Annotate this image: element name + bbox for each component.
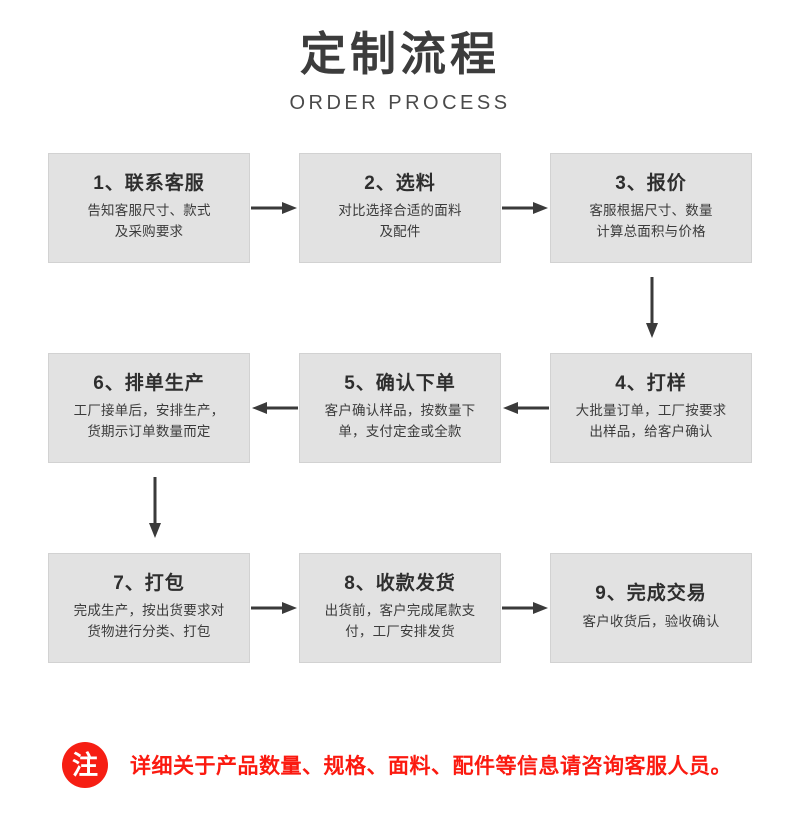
step-description-line: 单，支付定金或全款 — [338, 424, 462, 440]
flow-row-3: 7、打包 完成生产，按出货要求对 货物进行分类、打包 8、收款发货 出货前，客户… — [48, 552, 752, 663]
step-description: 告知客服尺寸、款式 及采购要求 — [87, 201, 210, 243]
step-description-line: 付，工厂安排发货 — [345, 624, 455, 640]
step-box-6[interactable]: 6、排单生产 工厂接单后，安排生产， 货期示订单数量而定 — [48, 352, 250, 463]
step-description: 客服根据尺寸、数量 计算总面积与价格 — [589, 201, 712, 243]
step-description-line: 及采购要求 — [114, 224, 184, 240]
step-description-line: 货物进行分类、打包 — [87, 624, 211, 640]
step-title: 5、确认下单 — [344, 372, 456, 394]
arrow-right-icon — [251, 601, 298, 615]
step-description-line: 计算总面积与价格 — [596, 224, 706, 240]
step-description: 客户确认样品，按数量下 单，支付定金或全款 — [325, 401, 476, 443]
page-title: 定制流程 — [300, 28, 500, 80]
step-description: 客户收货后，验收确认 — [583, 612, 720, 633]
step-box-4[interactable]: 4、打样 大批量订单，工厂按要求 出样品，给客户确认 — [550, 352, 752, 463]
step-box-5[interactable]: 5、确认下单 客户确认样品，按数量下 单，支付定金或全款 — [299, 352, 501, 463]
page-header: 定制流程 ORDER PROCESS — [0, 0, 800, 115]
arrow-left-icon — [251, 401, 298, 415]
step-description-line: 及配件 — [379, 224, 421, 240]
connector-row-1-to-2 — [48, 263, 752, 353]
arrow-down-icon — [645, 276, 659, 339]
step-title: 8、收款发货 — [344, 572, 456, 594]
step-description-line: 客户收货后，验收确认 — [582, 613, 720, 629]
step-description-line: 客户确认样品，按数量下 — [324, 403, 476, 419]
step-description-line: 工厂接单后，安排生产， — [73, 403, 225, 419]
page-subtitle: ORDER PROCESS — [289, 91, 511, 114]
step-box-1[interactable]: 1、联系客服 告知客服尺寸、款式 及采购要求 — [48, 152, 250, 263]
step-description-line: 货期示订单数量而定 — [87, 424, 211, 440]
step-box-7[interactable]: 7、打包 完成生产，按出货要求对 货物进行分类、打包 — [48, 552, 250, 663]
arrow-left-icon — [502, 401, 549, 415]
step-title: 1、联系客服 — [93, 172, 205, 194]
step-title: 7、打包 — [113, 572, 185, 594]
step-description-line: 完成生产，按出货要求对 — [73, 603, 225, 619]
step-box-3[interactable]: 3、报价 客服根据尺寸、数量 计算总面积与价格 — [550, 152, 752, 263]
flow-row-1: 1、联系客服 告知客服尺寸、款式 及采购要求 2、选料 对比选择合适的面料 及配… — [48, 152, 752, 263]
note-badge: 注 — [62, 742, 108, 788]
step-box-8[interactable]: 8、收款发货 出货前，客户完成尾款支 付，工厂安排发货 — [299, 552, 501, 663]
arrow-down-icon — [148, 476, 162, 539]
step-title: 6、排单生产 — [93, 372, 205, 394]
step-box-9[interactable]: 9、完成交易 客户收货后，验收确认 — [550, 552, 752, 663]
step-box-2[interactable]: 2、选料 对比选择合适的面料 及配件 — [299, 152, 501, 263]
step-description: 完成生产，按出货要求对 货物进行分类、打包 — [74, 601, 225, 643]
connector-row-2-to-3 — [48, 463, 752, 553]
step-description: 对比选择合适的面料 及配件 — [338, 201, 461, 243]
arrow-right-icon — [502, 601, 549, 615]
arrow-right-icon — [251, 201, 298, 215]
step-description-line: 出货前，客户完成尾款支 — [324, 603, 476, 619]
step-description: 大批量订单，工厂按要求 出样品，给客户确认 — [576, 401, 727, 443]
step-title: 4、打样 — [615, 372, 687, 394]
step-description-line: 客服根据尺寸、数量 — [589, 203, 713, 219]
step-description: 出货前，客户完成尾款支 付，工厂安排发货 — [325, 601, 476, 643]
step-description-line: 对比选择合适的面料 — [338, 203, 462, 219]
step-title: 3、报价 — [615, 172, 687, 194]
step-title: 9、完成交易 — [595, 583, 707, 605]
order-process-flowchart: 1、联系客服 告知客服尺寸、款式 及采购要求 2、选料 对比选择合适的面料 及配… — [0, 152, 800, 663]
step-description-line: 大批量订单，工厂按要求 — [575, 403, 727, 419]
step-description: 工厂接单后，安排生产， 货期示订单数量而定 — [74, 401, 225, 443]
note-bar: 注 详细关于产品数量、规格、面料、配件等信息请咨询客服人员。 — [0, 742, 800, 788]
flow-row-2: 6、排单生产 工厂接单后，安排生产， 货期示订单数量而定 5、确认下单 客户确认… — [48, 352, 752, 463]
arrow-right-icon — [502, 201, 549, 215]
step-description-line: 出样品，给客户确认 — [589, 424, 713, 440]
step-title: 2、选料 — [364, 172, 436, 194]
note-text: 详细关于产品数量、规格、面料、配件等信息请咨询客服人员。 — [130, 755, 732, 778]
step-description-line: 告知客服尺寸、款式 — [87, 203, 211, 219]
